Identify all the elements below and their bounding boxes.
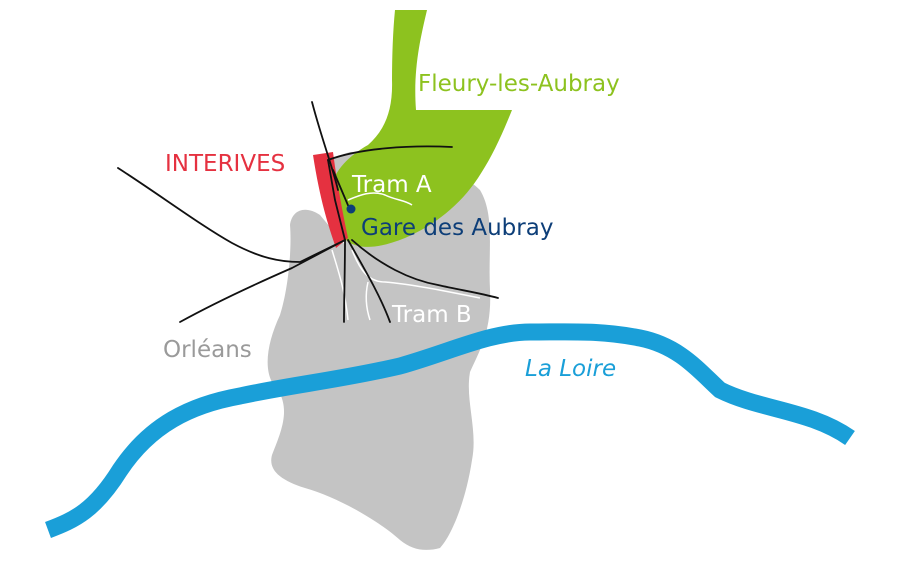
tram-b-line-2 <box>351 249 481 299</box>
label-gare-des-aubray: Gare des Aubray <box>361 215 553 241</box>
interives-area <box>313 152 348 248</box>
rail-line-southeast <box>347 239 391 323</box>
rail-line-junction-2 <box>332 169 351 211</box>
label-tram-b: Tram B <box>391 302 472 328</box>
rail-line-northwest <box>117 167 346 263</box>
rail-lines <box>117 101 499 323</box>
loire-river <box>45 323 855 538</box>
fleury-area <box>330 10 512 247</box>
rail-line-east-low <box>351 239 499 299</box>
rail-line-junction <box>327 159 346 241</box>
rail-line-north <box>311 101 339 191</box>
label-orleans: Orléans <box>163 337 252 363</box>
gare-des-aubray-dot <box>346 204 356 214</box>
tram-b-line-3 <box>365 281 371 321</box>
rail-line-southwest <box>179 239 346 323</box>
label-interives: INTERIVES <box>165 151 285 177</box>
tram-a-line <box>347 192 413 206</box>
rail-line-south <box>343 239 346 323</box>
tram-lines <box>331 192 481 321</box>
label-fleury-les-aubray: Fleury-les-Aubray <box>418 71 620 97</box>
tram-b-line <box>331 249 349 321</box>
label-tram-a: Tram A <box>351 172 432 198</box>
label-la-loire: La Loire <box>525 356 616 382</box>
rail-line-east <box>327 145 453 161</box>
